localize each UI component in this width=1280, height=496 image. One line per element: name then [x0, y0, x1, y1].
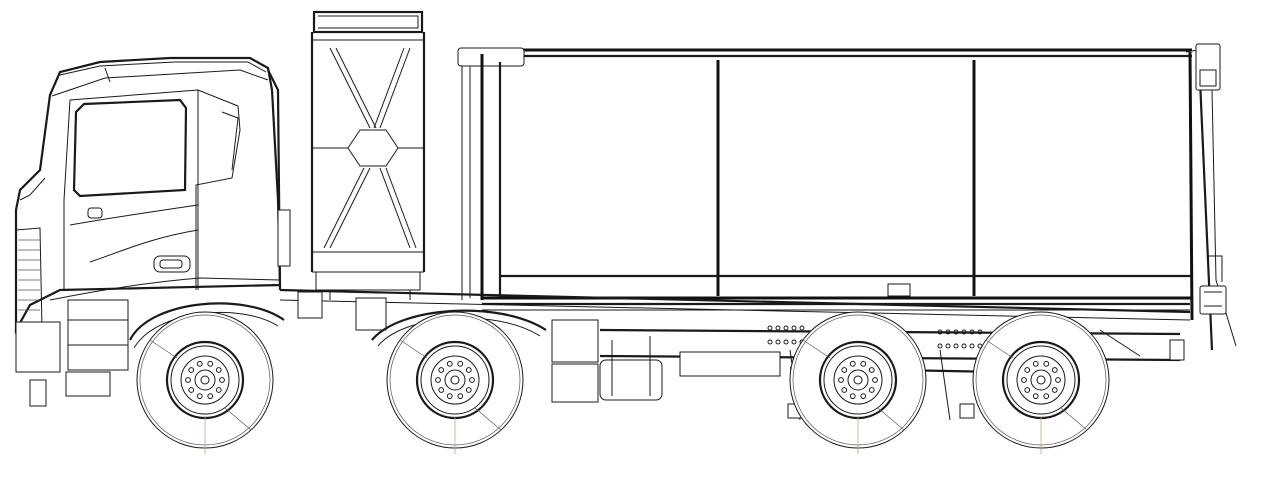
lug-nut [188, 367, 195, 373]
lug-nut [1051, 387, 1058, 393]
lug-nut [446, 393, 453, 400]
lug-nut [438, 387, 445, 393]
lug-nut [196, 360, 203, 367]
lug-nut [457, 360, 464, 367]
lug-nut [435, 377, 441, 383]
lug-nut [841, 387, 848, 393]
upper-hinge [1195, 43, 1221, 91]
lug-nut [1024, 367, 1031, 373]
lug-nut [188, 387, 195, 393]
rear-lamp [1169, 339, 1185, 361]
lug-nut [1032, 393, 1039, 400]
lug-nut [1055, 377, 1061, 383]
toolbox [551, 363, 599, 403]
lug-nut [868, 367, 875, 373]
lug-nut [185, 377, 191, 383]
lug-nut [868, 387, 875, 393]
lug-nut [1024, 387, 1031, 393]
lug-nut [465, 367, 472, 373]
lug-nut [446, 360, 453, 367]
lug-nut [1021, 377, 1027, 383]
cab [14, 56, 291, 407]
lug-nut [849, 360, 856, 367]
wheels [136, 311, 1110, 454]
mount-plate [355, 297, 387, 331]
lug-nut [196, 393, 203, 400]
rear-axle-2-wheel [972, 311, 1110, 454]
lug-nut [838, 377, 844, 383]
front-axle-2-wheel [386, 311, 524, 454]
hub [1030, 369, 1052, 391]
lug-nut [207, 393, 214, 400]
cab-rear-lamp [277, 209, 291, 267]
front-grille [15, 227, 43, 331]
lug-nut [438, 367, 445, 373]
container-body [457, 43, 1237, 351]
lug-nut [215, 367, 222, 373]
lug-nut [1043, 360, 1050, 367]
hexagon-plate [347, 129, 399, 167]
lug-nut [469, 377, 475, 383]
latch-handle [887, 283, 911, 297]
front-axle-1-wheel [136, 311, 274, 454]
tow-hook [29, 379, 47, 407]
lug-nut [860, 393, 867, 400]
lug-nut [465, 387, 472, 393]
lug-nut [860, 360, 867, 367]
lug-nut [219, 377, 225, 383]
chassis-frame [279, 288, 1191, 421]
cab-step [65, 371, 111, 397]
lug-nut [1032, 360, 1039, 367]
mirror-mount [87, 207, 103, 219]
wheel-arches [129, 302, 547, 349]
rear-axle-1-wheel [789, 311, 927, 454]
lug-nut [1051, 367, 1058, 373]
side-window [72, 98, 188, 198]
spring-hanger [959, 403, 975, 419]
hub [194, 369, 216, 391]
lug-nut [849, 393, 856, 400]
lower-hinge [1199, 285, 1227, 315]
hub [444, 369, 466, 391]
filter-column [310, 10, 426, 300]
lug-nut [457, 393, 464, 400]
hub [847, 369, 869, 391]
lug-nut [215, 387, 222, 393]
fuel-tank [599, 359, 663, 401]
lug-nut [872, 377, 878, 383]
lug-nut [841, 367, 848, 373]
lug-nut [1043, 393, 1050, 400]
lug-nut [207, 360, 214, 367]
side-guard [679, 351, 781, 377]
door-handle [153, 255, 191, 273]
front-top-corner [457, 47, 525, 67]
battery-box [551, 319, 599, 363]
front-bumper [15, 321, 61, 373]
